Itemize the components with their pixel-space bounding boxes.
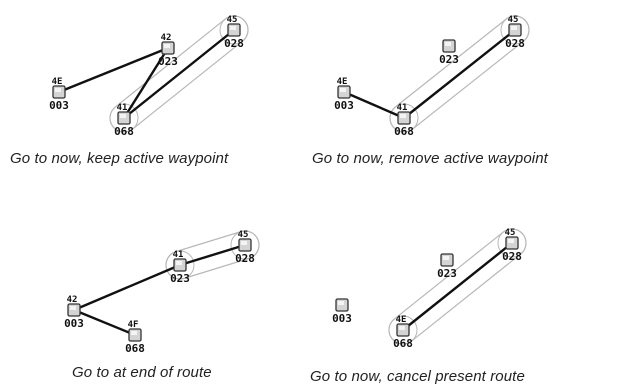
waypoint-028: 45 028 — [505, 15, 525, 50]
waypoint-028: 45 028 — [235, 230, 255, 265]
waypoint-id-label: 028 — [224, 37, 244, 50]
waypoint-id-label: 028 — [502, 250, 522, 263]
waypoint-id-label: 003 — [334, 99, 354, 112]
route-leg-023-068 — [122, 46, 170, 120]
waypoint-id-label: 023 — [170, 272, 190, 285]
waypoint-shine — [445, 42, 451, 46]
caption-end-of-route: Go to at end of route — [72, 364, 212, 381]
waypoint-003: 42 003 — [64, 295, 84, 330]
waypoint-023: 41 023 — [170, 250, 190, 285]
waypoint-028: 45 028 — [502, 228, 522, 263]
route-leg-023-028 — [178, 243, 247, 267]
waypoint-shine — [340, 88, 346, 92]
waypoint-shine — [120, 114, 126, 118]
waypoint-id-label: 003 — [332, 312, 352, 325]
route-leg-003-068 — [342, 90, 406, 120]
waypoint-tag: 41 — [117, 103, 128, 113]
active-route-outline-end-0 — [388, 315, 418, 345]
waypoint-tag: 42 — [67, 295, 78, 305]
waypoint-023: 023 — [437, 253, 457, 280]
waypoint-tag: 4E — [337, 77, 348, 87]
waypoint-shine — [176, 261, 182, 265]
waypoint-tag: 42 — [161, 33, 172, 43]
waypoint-tag: 4E — [52, 77, 63, 87]
waypoint-shine — [511, 26, 517, 30]
waypoint-id-label: 068 — [125, 342, 145, 355]
route-leg-068-028 — [122, 28, 236, 120]
waypoint-id-label: 028 — [505, 37, 525, 50]
waypoint-068: 4F 068 — [125, 320, 145, 355]
panel-end-of-route: 42 003 41 023 45 028 4F 068 — [64, 230, 260, 355]
waypoint-tag: 45 — [238, 230, 249, 240]
waypoint-shine — [70, 306, 76, 310]
waypoint-tag: 45 — [508, 15, 519, 25]
waypoint-003: 4E 003 — [334, 77, 354, 112]
waypoint-id-label: 068 — [114, 125, 134, 138]
waypoint-tag: 4E — [396, 315, 407, 325]
route-leg-003-023 — [72, 263, 182, 312]
waypoint-id-label: 023 — [158, 55, 178, 68]
waypoint-shine — [164, 44, 170, 48]
active-route-outline-end-0 — [389, 103, 419, 133]
waypoint-id-label: 068 — [394, 125, 414, 138]
active-route-outline-end-1 — [219, 15, 249, 45]
waypoint-shine — [400, 114, 406, 118]
waypoint-shine — [399, 326, 405, 330]
caption-remove-active-waypoint: Go to now, remove active waypoint — [312, 150, 548, 167]
active-route-outline-end-0 — [165, 250, 195, 280]
waypoint-id-label: 028 — [235, 252, 255, 265]
waypoint-023: 42 023 — [158, 33, 178, 68]
waypoint-shine — [508, 239, 514, 243]
waypoint-068: 4E 068 — [393, 315, 413, 350]
waypoint-shine — [131, 331, 137, 335]
route-leg-003-023 — [57, 46, 170, 94]
waypoint-shine — [55, 88, 61, 92]
waypoint-028: 45 028 — [224, 15, 244, 50]
waypoint-id-label: 023 — [437, 267, 457, 280]
waypoint-shine — [241, 241, 247, 245]
waypoint-003: 003 — [332, 298, 352, 325]
active-route-outline-end-1 — [500, 15, 530, 45]
route-leg-068-028 — [401, 241, 514, 332]
waypoint-068: 41 068 — [114, 103, 134, 138]
active-route-outline-end-0 — [109, 103, 139, 133]
panel-remove-active: 4E 003 023 45 028 41 068 — [334, 15, 530, 138]
route-leg-003-068 — [72, 308, 137, 337]
route-leg-068-028 — [402, 28, 517, 120]
waypoint-tag: 4F — [128, 320, 139, 330]
waypoint-003: 4E 003 — [49, 77, 69, 112]
active-route-outline-end-1 — [497, 228, 527, 258]
waypoint-shine — [443, 256, 449, 260]
waypoint-id-label: 003 — [49, 99, 69, 112]
waypoint-id-label: 003 — [64, 317, 84, 330]
panel-keep-active: 4E 003 42 023 45 028 41 068 — [49, 15, 249, 138]
caption-keep-active-waypoint: Go to now, keep active waypoint — [10, 150, 229, 167]
waypoint-tag: 45 — [505, 228, 516, 238]
waypoint-023: 023 — [439, 39, 459, 66]
waypoint-id-label: 068 — [393, 337, 413, 350]
panel-cancel-route: 003 023 45 028 4E 068 — [332, 228, 527, 350]
waypoint-tag: 41 — [397, 103, 408, 113]
waypoint-tag: 41 — [173, 250, 184, 260]
waypoint-shine — [230, 26, 236, 30]
waypoint-068: 41 068 — [394, 103, 414, 138]
waypoint-id-label: 023 — [439, 53, 459, 66]
active-route-outline-end-1 — [230, 230, 260, 260]
waypoint-tag: 45 — [227, 15, 238, 25]
caption-cancel-present-route: Go to now, cancel present route — [310, 368, 525, 385]
waypoint-shine — [338, 301, 344, 305]
